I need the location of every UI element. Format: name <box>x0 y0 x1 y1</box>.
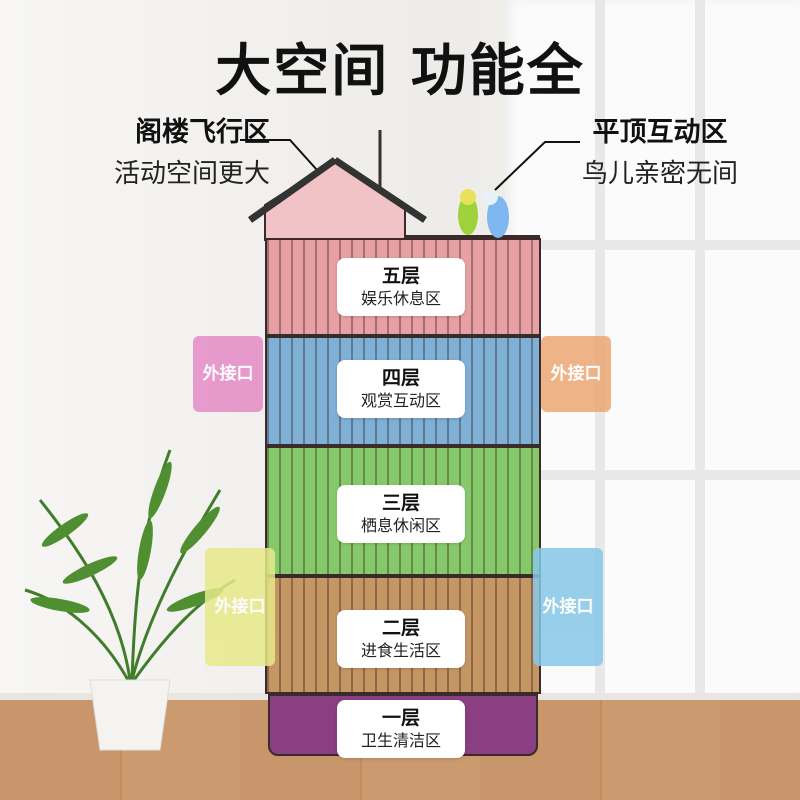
top-callout-title: 平顶互动区 <box>592 117 728 148</box>
floor-3-label: 三层 栖息休闲区 <box>337 485 465 543</box>
floor-4-name: 观赏互动区 <box>360 391 441 410</box>
external-port-blue: 外接口 <box>533 548 603 666</box>
floor-3-level: 三层 <box>381 492 420 514</box>
attic-callout: 阁楼飞行区 活动空间更大 <box>60 110 270 190</box>
potted-plant-illustration <box>24 449 236 751</box>
floor-2-level: 二层 <box>381 617 420 639</box>
cage-floor-5 <box>265 238 541 336</box>
bird-illustration <box>458 189 509 238</box>
floor-4-level: 四层 <box>381 367 420 389</box>
floor-4-label: 四层 观赏互动区 <box>337 360 465 418</box>
floor-1-name: 卫生清洁区 <box>360 731 441 750</box>
floor-5-label: 五层 娱乐休息区 <box>337 258 465 316</box>
floor-1-level: 一层 <box>381 707 420 729</box>
floor-1-label: 一层 卫生清洁区 <box>337 700 465 758</box>
floor-5-level: 五层 <box>381 265 420 287</box>
page-title: 大空间 功能全 <box>215 39 585 104</box>
external-port-orange: 外接口 <box>541 336 611 412</box>
attic-callout-title: 阁楼飞行区 <box>135 117 270 148</box>
top-callout: 平顶互动区 鸟儿亲密无间 <box>555 110 765 190</box>
external-port-yellow: 外接口 <box>205 548 275 666</box>
floor-3-name: 栖息休闲区 <box>360 516 441 535</box>
external-port-pink: 外接口 <box>193 336 263 412</box>
floor-2-label: 二层 进食生活区 <box>337 610 465 668</box>
floor-5-name: 娱乐休息区 <box>360 289 441 308</box>
floor-2-name: 进食生活区 <box>360 641 441 660</box>
attic-callout-subtitle: 活动空间更大 <box>113 159 270 189</box>
top-callout-subtitle: 鸟儿亲密无间 <box>581 159 738 189</box>
